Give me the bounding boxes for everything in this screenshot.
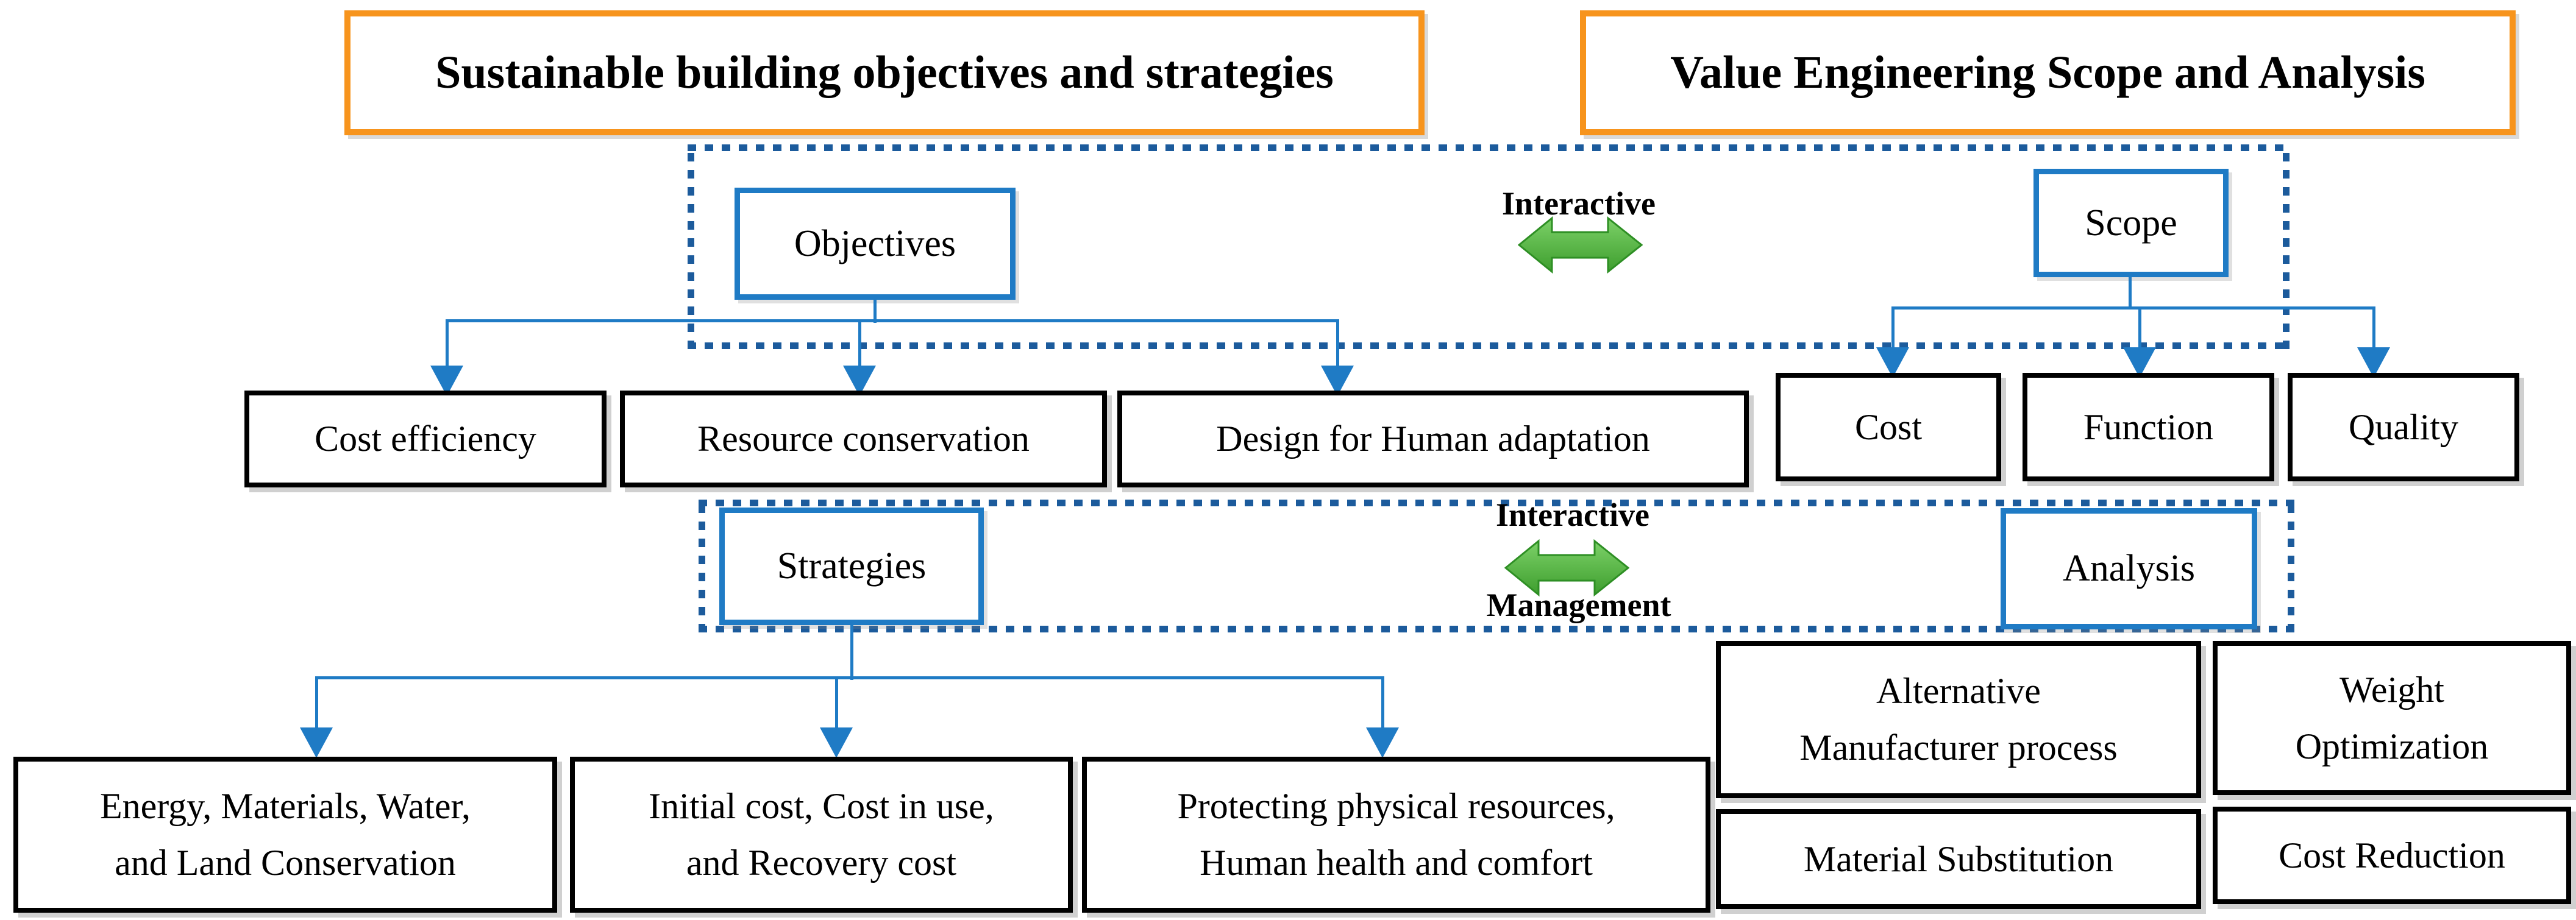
box-alternative-manufacturer-label: Alternative Manufacturer process [1799, 663, 2117, 776]
box-cost-efficiency-label: Cost efficiency [315, 419, 536, 459]
connector-strategies-rail [315, 676, 1384, 679]
box-function-label: Function [2083, 406, 2214, 447]
box-resource-conservation-label: Resource conservation [697, 419, 1030, 459]
box-cost-reduction-label: Cost Reduction [2279, 835, 2505, 876]
connector-drop-protecting [1381, 676, 1384, 729]
box-energy-materials-line1: Energy, Materials, Water, [99, 786, 471, 826]
box-quality-label: Quality [2349, 406, 2458, 447]
box-quality: Quality [2288, 373, 2519, 481]
connector-objectives-stem [873, 300, 877, 323]
connector-objectives-rail [446, 319, 1339, 322]
node-scope-label: Scope [2085, 202, 2177, 244]
management-label: Management [1486, 587, 1671, 623]
box-design-human-adaptation-label: Design for Human adaptation [1216, 419, 1650, 459]
box-protecting-resources-line1: Protecting physical resources, [1177, 786, 1615, 826]
box-weight-optimization-line2: Optimization [2295, 726, 2489, 766]
interactive-label-top: Interactive [1502, 185, 1656, 222]
box-alternative-manufacturer-line1: Alternative [1876, 671, 2041, 711]
box-protecting-resources: Protecting physical resources, Human hea… [1082, 757, 1710, 913]
box-cost-reduction: Cost Reduction [2213, 807, 2571, 904]
double-arrow-icon-bottom [1504, 539, 1629, 596]
connector-drop-resource-conservation [858, 319, 861, 367]
box-protecting-resources-line2: Human health and comfort [1200, 843, 1593, 883]
box-energy-materials: Energy, Materials, Water, and Land Conse… [13, 757, 557, 913]
interactive-label-bottom: Interactive [1496, 497, 1649, 533]
title-value-engineering: Value Engineering Scope and Analysis [1580, 10, 2516, 135]
connector-drop-quality [2372, 306, 2375, 349]
box-initial-cost-line1: Initial cost, Cost in use, [649, 786, 994, 826]
box-weight-optimization-line1: Weight [2339, 669, 2444, 710]
arrowhead-cost [1876, 347, 1909, 378]
node-strategies: Strategies [719, 508, 984, 625]
node-objectives: Objectives [735, 188, 1016, 300]
title-value-engineering-label: Value Engineering Scope and Analysis [1670, 47, 2425, 98]
box-cost: Cost [1776, 373, 2001, 481]
box-cost-label: Cost [1854, 406, 1923, 447]
box-initial-cost-line2: and Recovery cost [686, 843, 957, 883]
box-energy-materials-label: Energy, Materials, Water, and Land Conse… [100, 778, 471, 891]
box-initial-cost-label: Initial cost, Cost in use, and Recovery … [649, 778, 994, 891]
node-objectives-label: Objectives [794, 222, 956, 264]
connector-drop-design-human [1336, 319, 1339, 367]
box-protecting-resources-label: Protecting physical resources, Human hea… [1177, 778, 1615, 891]
title-sustainable-building-label: Sustainable building objectives and stra… [435, 47, 1334, 98]
arrowhead-function [2123, 347, 2156, 378]
node-analysis-label: Analysis [2063, 548, 2195, 589]
box-initial-cost: Initial cost, Cost in use, and Recovery … [570, 757, 1073, 913]
title-sustainable-building: Sustainable building objectives and stra… [344, 10, 1425, 135]
connector-drop-function [2138, 306, 2141, 349]
connector-strategies-stem [850, 625, 853, 680]
arrowhead-quality [2357, 347, 2390, 378]
connector-drop-energy [315, 676, 318, 729]
node-analysis: Analysis [2001, 508, 2257, 629]
connector-scope-stem [2129, 277, 2132, 309]
box-design-human-adaptation: Design for Human adaptation [1117, 391, 1749, 487]
arrowhead-energy [300, 727, 333, 758]
box-weight-optimization-label: Weight Optimization [2296, 662, 2489, 775]
box-resource-conservation: Resource conservation [620, 391, 1107, 487]
box-alternative-manufacturer: Alternative Manufacturer process [1716, 641, 2201, 798]
box-cost-efficiency: Cost efficiency [244, 391, 607, 487]
box-material-substitution-label: Material Substitution [1803, 838, 2114, 879]
arrowhead-protecting [1366, 727, 1399, 758]
box-alternative-manufacturer-line2: Manufacturer process [1799, 727, 2118, 768]
arrowhead-initial-cost [820, 727, 853, 758]
connector-drop-cost-efficiency [446, 319, 449, 367]
box-function: Function [2023, 373, 2274, 481]
double-arrow-icon-top [1518, 216, 1643, 274]
node-scope: Scope [2033, 169, 2229, 277]
box-material-substitution: Material Substitution [1716, 809, 2201, 909]
connector-drop-cost [1891, 306, 1895, 349]
connector-drop-initial-cost [835, 676, 838, 729]
box-energy-materials-line2: and Land Conservation [115, 843, 456, 883]
box-weight-optimization: Weight Optimization [2213, 641, 2571, 795]
connector-scope-rail [1891, 306, 2375, 310]
node-strategies-label: Strategies [777, 545, 927, 587]
